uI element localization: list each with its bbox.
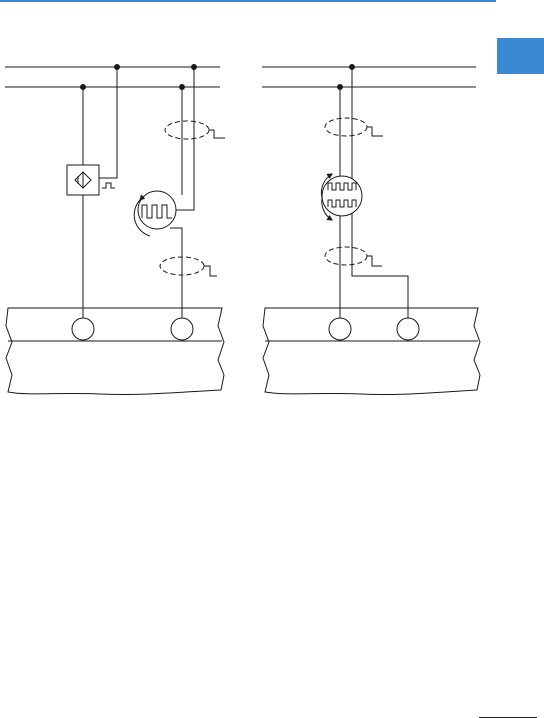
left-panel — [5, 65, 225, 395]
cable-shield-icon — [325, 247, 382, 266]
rotary-encoder-icon — [134, 191, 176, 236]
proximity-switch-icon — [67, 165, 99, 195]
cable-shield-icon — [160, 257, 217, 276]
left-terminal-strip — [6, 308, 224, 395]
sensor-supply-wire — [99, 67, 117, 178]
terminal-circle — [72, 318, 94, 340]
encoder-output-wire — [352, 212, 408, 318]
encoder-output-wire — [170, 228, 182, 318]
cable-shield-icon — [325, 118, 383, 136]
right-terminal-strip — [263, 308, 480, 395]
bidirectional-rotary-encoder-icon — [321, 174, 362, 220]
terminal-circle — [397, 318, 419, 340]
cable-shield-icon — [165, 121, 225, 139]
pulse-signal-icon — [102, 183, 115, 188]
terminal-circle — [171, 318, 193, 340]
terminal-circle — [329, 318, 351, 340]
right-panel — [262, 65, 480, 395]
